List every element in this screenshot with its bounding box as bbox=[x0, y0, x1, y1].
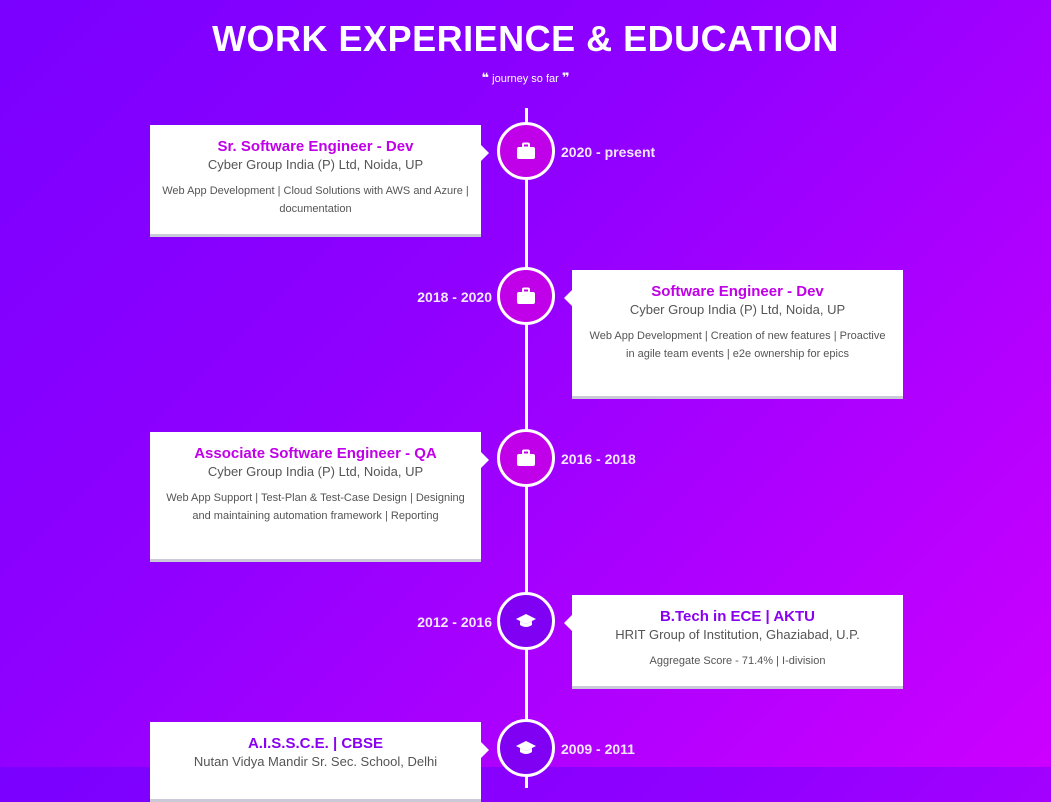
timeline-card-sr-software-engineer: Sr. Software Engineer - Dev Cyber Group … bbox=[150, 125, 489, 237]
timeline-node-education bbox=[497, 592, 555, 650]
card-role: Sr. Software Engineer - Dev bbox=[217, 138, 414, 155]
timeline-node-work bbox=[497, 267, 555, 325]
timeline-card-aissce: A.I.S.S.C.E. | CBSE Nutan Vidya Mandir S… bbox=[150, 722, 489, 802]
close-quote-icon: ❞ bbox=[561, 70, 570, 85]
card-description: Aggregate Score - 71.4% | I-division bbox=[649, 655, 826, 667]
card-role: B.Tech in ECE | AKTU bbox=[659, 608, 816, 625]
timeline-card-software-engineer: Software Engineer - Dev Cyber Group Indi… bbox=[564, 270, 903, 399]
timeline-node-work bbox=[497, 122, 555, 180]
briefcase-icon bbox=[517, 449, 535, 466]
card-organization: HRIT Group of Institution, Ghaziabad, U.… bbox=[615, 627, 860, 642]
graduation-cap-icon bbox=[516, 741, 536, 754]
timeline-date: 2012 - 2016 bbox=[417, 614, 492, 630]
card-organization: Nutan Vidya Mandir Sr. Sec. School, Delh… bbox=[193, 754, 438, 769]
subtitle-text: journey so far bbox=[492, 73, 559, 85]
page-title: WORK EXPERIENCE & EDUCATION bbox=[212, 18, 839, 59]
card-description: Web App Support | Test-Plan & Test-Case … bbox=[166, 492, 465, 522]
timeline-card-associate-software-engineer: Associate Software Engineer - QA Cyber G… bbox=[150, 432, 489, 562]
timeline-date: 2018 - 2020 bbox=[417, 289, 492, 305]
card-role: A.I.S.S.C.E. | CBSE bbox=[247, 735, 384, 752]
timeline-node-education bbox=[497, 719, 555, 777]
timeline-date: 2009 - 2011 bbox=[561, 741, 635, 757]
card-description: Web App Development | Cloud Solutions wi… bbox=[162, 185, 469, 215]
card-description: Web App Development | Creation of new fe… bbox=[589, 330, 886, 360]
timeline-node-work bbox=[497, 429, 555, 487]
open-quote-icon: ❝ bbox=[481, 70, 490, 85]
briefcase-icon bbox=[517, 287, 535, 304]
card-role: Software Engineer - Dev bbox=[651, 283, 824, 300]
card-organization: Cyber Group India (P) Ltd, Noida, UP bbox=[207, 157, 424, 172]
card-organization: Cyber Group India (P) Ltd, Noida, UP bbox=[207, 464, 424, 479]
timeline-date: 2020 - present bbox=[561, 144, 656, 160]
page-subtitle: ❝ journey so far ❞ bbox=[0, 70, 1051, 86]
card-organization: Cyber Group India (P) Ltd, Noida, UP bbox=[629, 302, 846, 317]
timeline-card-btech: B.Tech in ECE | AKTU HRIT Group of Insti… bbox=[564, 595, 903, 689]
graduation-cap-icon bbox=[516, 614, 536, 627]
timeline-date: 2016 - 2018 bbox=[561, 451, 636, 467]
briefcase-icon bbox=[517, 142, 535, 159]
card-role: Associate Software Engineer - QA bbox=[194, 445, 437, 462]
